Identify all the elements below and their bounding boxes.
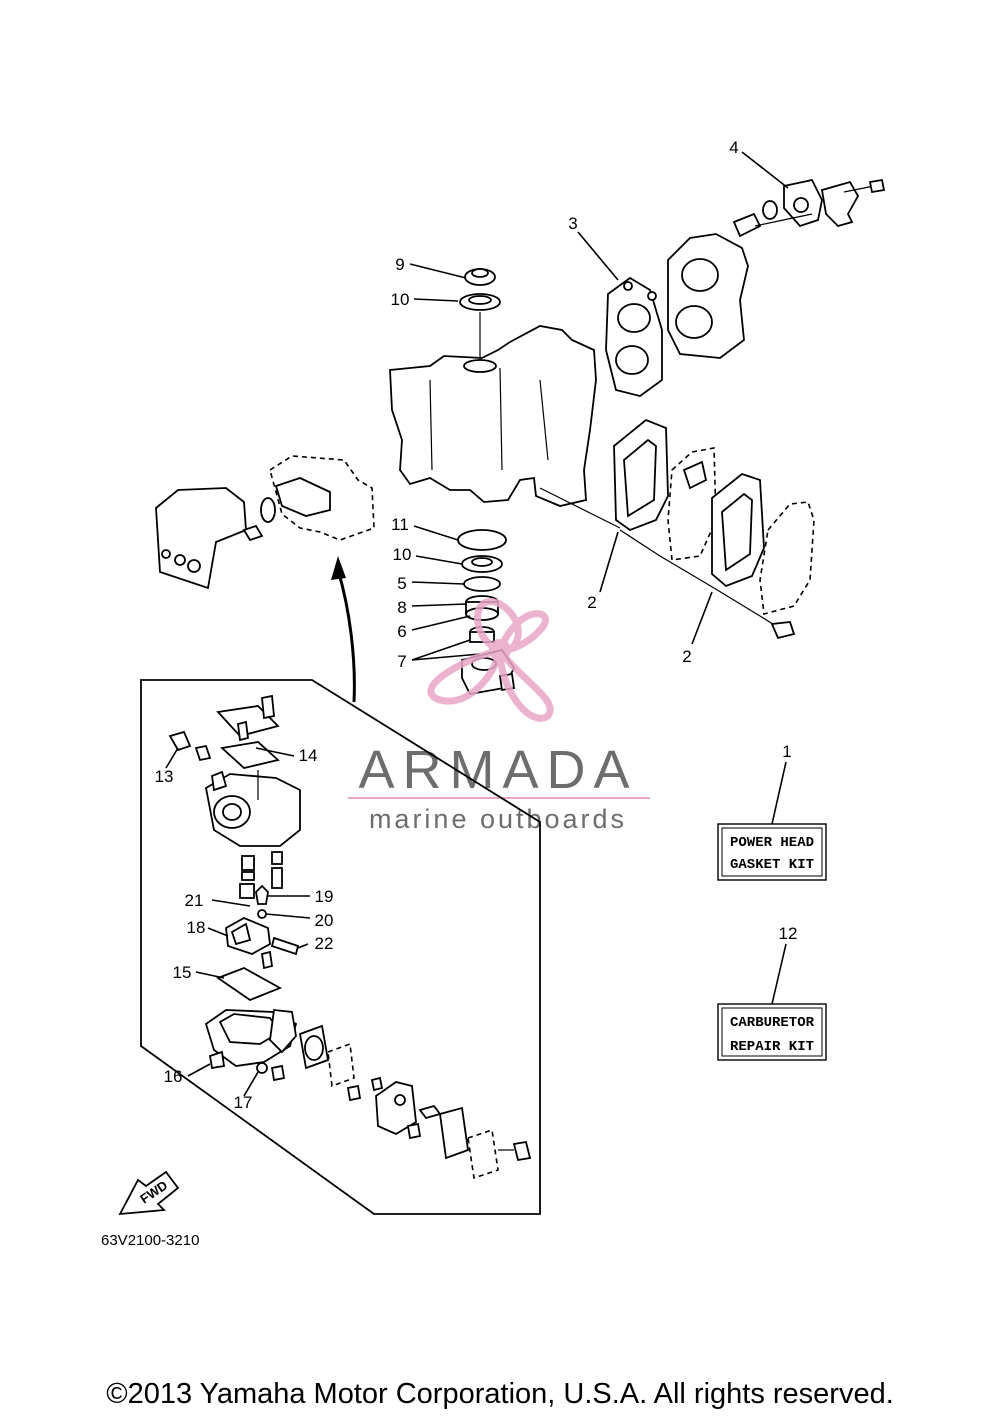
callout-19: 19 xyxy=(315,887,334,906)
callout-7: 7 xyxy=(397,652,406,671)
callout-2-lower: 2 xyxy=(682,647,691,666)
callout-10-lower: 10 xyxy=(393,545,412,564)
carburetor-detail-frame xyxy=(140,679,541,1215)
head-gasket xyxy=(577,231,663,397)
fwd-arrow: FWD xyxy=(118,1170,180,1216)
callout-8: 8 xyxy=(397,598,406,617)
callout-21: 21 xyxy=(185,891,204,910)
callout-4: 4 xyxy=(729,138,738,157)
callout-12: 12 xyxy=(779,924,798,943)
callout-9: 9 xyxy=(395,255,404,274)
callout-3: 3 xyxy=(568,214,577,233)
callout-10-upper: 10 xyxy=(391,290,410,309)
power-head-kit-line2: GASKET KIT xyxy=(730,857,814,873)
cylinder-head-cover xyxy=(667,233,749,359)
callout-14: 14 xyxy=(299,746,318,765)
callout-11: 11 xyxy=(391,515,409,534)
power-head-kit-line1: POWER HEAD xyxy=(730,835,814,851)
watermark-brand: ARMADA xyxy=(358,740,637,800)
carburetor-parts xyxy=(165,694,532,1180)
callout-22: 22 xyxy=(315,934,334,953)
callout-20: 20 xyxy=(315,911,334,930)
drawing-code: 63V2100-3210 xyxy=(101,1232,200,1249)
top-oil-seal xyxy=(409,263,501,360)
callout-5: 5 xyxy=(397,574,406,593)
callout-2-upper: 2 xyxy=(587,593,596,612)
callout-18: 18 xyxy=(187,918,206,937)
carburetor-kit-line1: CARBURETOR xyxy=(730,1015,815,1031)
power-head-gasket-kit: POWER HEAD GASKET KIT xyxy=(717,761,827,881)
cylinder-block xyxy=(389,325,597,507)
callout-1: 1 xyxy=(782,742,791,761)
callout-15: 15 xyxy=(173,963,192,982)
callout-6: 6 xyxy=(397,622,406,641)
copyright-notice: ©2013 Yamaha Motor Corporation, U.S.A. A… xyxy=(106,1378,894,1410)
callout-17: 17 xyxy=(234,1093,253,1112)
carburetor-repair-kit: CARBURETOR REPAIR KIT xyxy=(717,943,827,1061)
callout-16: 16 xyxy=(164,1067,183,1086)
carburetor-kit-line2: REPAIR KIT xyxy=(730,1039,814,1055)
reed-valve-stack-upper xyxy=(613,418,717,561)
reed-valve-stack-lower xyxy=(711,472,815,616)
thermostat-cover-assembly xyxy=(732,151,886,238)
watermark-tagline: marine outboards xyxy=(369,804,627,834)
armada-logo xyxy=(427,598,554,722)
intake-silencer xyxy=(155,455,375,590)
callout-13: 13 xyxy=(155,767,174,786)
